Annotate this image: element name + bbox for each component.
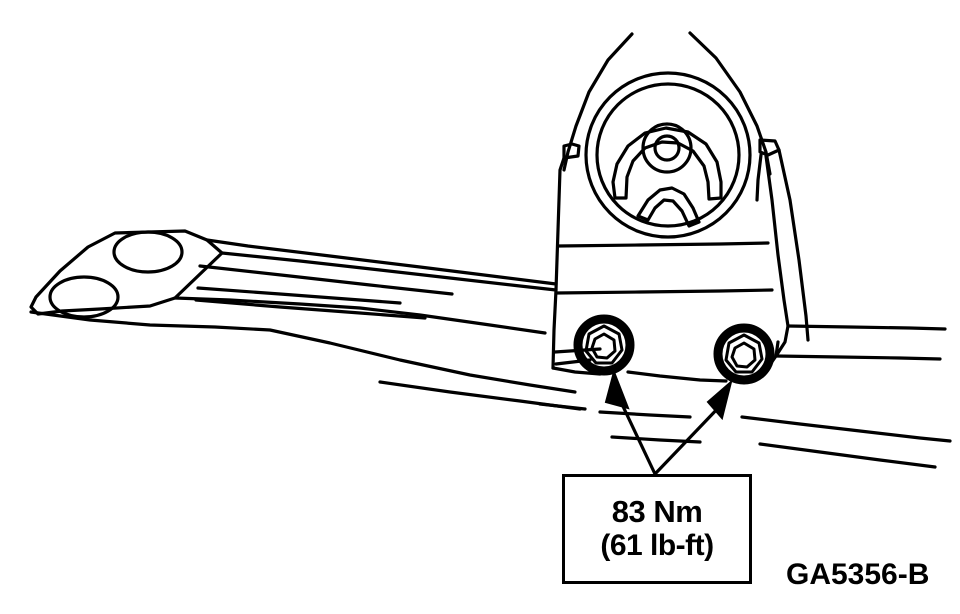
torque-metric-value: 83 Nm	[611, 494, 703, 530]
callout-leader-left	[604, 368, 657, 475]
bracket-body	[551, 142, 780, 383]
torque-imperial-value: (61 lb-ft)	[600, 529, 714, 562]
callout-leader-right	[653, 379, 733, 476]
mount-center-hub-outer	[641, 122, 693, 174]
mount-center-hub-inner	[653, 134, 681, 162]
mount-lower-chevron	[636, 186, 701, 228]
mount-ring-outer	[584, 71, 752, 239]
mount-ring-inner	[595, 82, 741, 228]
left-flange	[29, 229, 224, 316]
bolt-right	[713, 323, 775, 385]
torque-callout-box: 83 Nm (61 lb-ft)	[562, 474, 752, 584]
right-gusset	[755, 138, 947, 361]
right-lower-contours	[598, 410, 952, 469]
bolt-left	[573, 314, 635, 376]
mount-upper-slot	[611, 126, 723, 201]
figure-reference-label: GA5356-B	[786, 558, 930, 591]
flange-hole-upper	[112, 230, 184, 274]
flange-hole-lower	[48, 275, 120, 319]
support-arm	[29, 238, 602, 411]
